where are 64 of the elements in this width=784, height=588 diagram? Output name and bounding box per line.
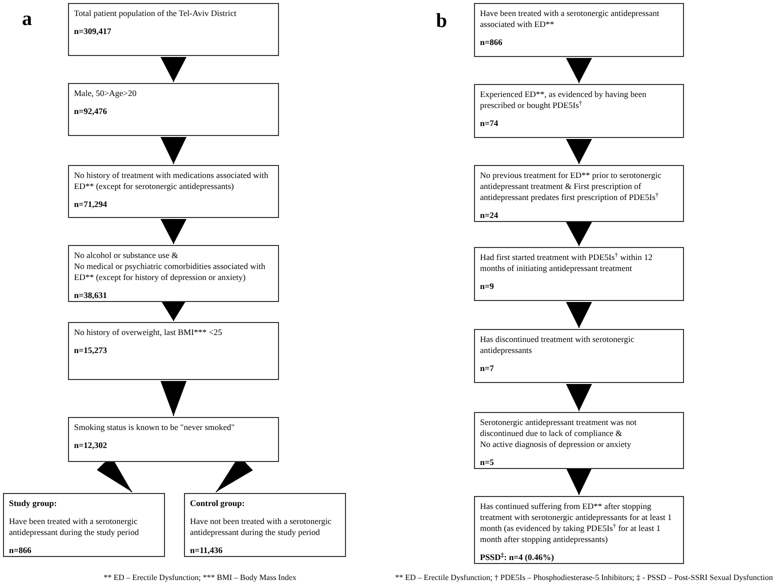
- sample-size: n=12,302: [74, 440, 108, 452]
- process-box: [474, 247, 684, 301]
- criterion-text: No previous treatment for ED** prior to serotonergic antidepressant treatment & First prescription of antidepressant predates first prescription of PDE5Is$^{†}$: [480, 170, 662, 204]
- process-box: [3, 493, 165, 558]
- process-box: [474, 412, 684, 470]
- process-box: [474, 496, 684, 564]
- process-box: [474, 329, 684, 383]
- sample-size: n=38,631: [74, 290, 108, 302]
- arrow: [566, 58, 592, 84]
- criterion-text: No medical or psychiatric comorbidities associated with ED** (except for history of depression or anxiety): [74, 261, 266, 284]
- arrow: [160, 218, 186, 244]
- sample-size: n=74: [480, 118, 500, 130]
- panel-label: b: [436, 9, 448, 34]
- criterion-text: No alcohol or substance use &: [74, 250, 180, 262]
- sample-size: n=11,436: [190, 545, 224, 556]
- sample-size: n=24: [480, 210, 500, 222]
- sample-size: n=71,294: [74, 199, 108, 210]
- criterion-text: Total patient population of the Tel-Aviv District: [74, 8, 238, 20]
- criterion-text: No history of overweight, last BMI*** <25: [74, 327, 224, 338]
- process-box: [68, 3, 279, 56]
- sample-size: n=9: [480, 281, 495, 292]
- process-box: [474, 84, 684, 138]
- arrow: [160, 380, 186, 416]
- footnote: ** ED – Erectile Dysfunction; *** BMI – Body Mass Index: [102, 572, 298, 584]
- criterion-text: Serotonergic antidepressant treatment was not discontinued due to lack of compliance &: [480, 417, 638, 440]
- criterion-text: Has discontinued treatment with serotonergic antidepressants: [480, 334, 636, 356]
- criterion-text: Male, 50>Age>20: [74, 88, 138, 100]
- process-box: [68, 165, 279, 218]
- arrow: [566, 468, 592, 496]
- arrow: [160, 56, 186, 82]
- criterion-text: No active diagnosis of depression or anxiety: [480, 439, 632, 450]
- sample-size: n=92,476: [74, 106, 108, 118]
- arrow: [566, 138, 592, 164]
- criterion-text: Has continued suffering from ED** after stopping treatment with serotonergic antidepressants for at least 1 month (as evidenced by taking PDE5Is$^{†}$ for at least 1 month after stopping antidepressants): [480, 501, 673, 546]
- sample-size: n=15,273: [74, 345, 108, 356]
- arrow: [160, 136, 186, 164]
- process-box: [474, 3, 684, 57]
- sample-size: n=5: [480, 457, 495, 468]
- process-box: [68, 322, 279, 380]
- criterion-text: Have been treated with a serotonergic antidepressant associated with ED**: [480, 8, 660, 30]
- process-box: [68, 417, 279, 462]
- group-heading: Study group:: [9, 498, 58, 510]
- sample-size: n=866: [480, 37, 504, 48]
- sample-size: PSSD$^{‡}$: n=4 (0.46%): [480, 552, 555, 564]
- criterion-text: Had first started treatment with PDE5Is$^{†}$ within 12 months of initiating antidepressant treatment: [480, 252, 654, 274]
- arrow: [566, 384, 592, 412]
- footnote: ** ED – Erectile Dysfunction; † PDE5Is – Phosphodiesterase-5 Inhibitors; ‡ - PSSD – Post-SSRI Sexual Dysfunction: [394, 572, 774, 584]
- process-box: [474, 165, 684, 222]
- arrow: [160, 300, 186, 322]
- process-box: [184, 493, 346, 558]
- arrow: [566, 302, 592, 328]
- sample-size: n=309,417: [74, 26, 112, 38]
- criterion-text: Smoking status is known to be "never smoked": [74, 422, 236, 434]
- arrow: [566, 222, 592, 246]
- criterion-text: Experienced ED**, as evidenced by having been prescribed or bought PDE5Is$^{†}$: [480, 89, 648, 112]
- process-box: [68, 83, 279, 136]
- criterion-text: Have not been treated with a serotonergic antidepressant during the study period: [190, 516, 332, 538]
- sample-size: n=866: [9, 545, 32, 556]
- sample-size: n=7: [480, 363, 495, 374]
- criterion-text: Have been treated with a serotonergic antidepressant during the study period: [9, 516, 140, 538]
- criterion-text: No history of treatment with medications associated with ED** (except for serotonergic antidepressants): [74, 170, 270, 192]
- process-box: [68, 245, 279, 302]
- group-heading: Control group:: [190, 498, 246, 510]
- panel-label: a: [22, 7, 32, 32]
